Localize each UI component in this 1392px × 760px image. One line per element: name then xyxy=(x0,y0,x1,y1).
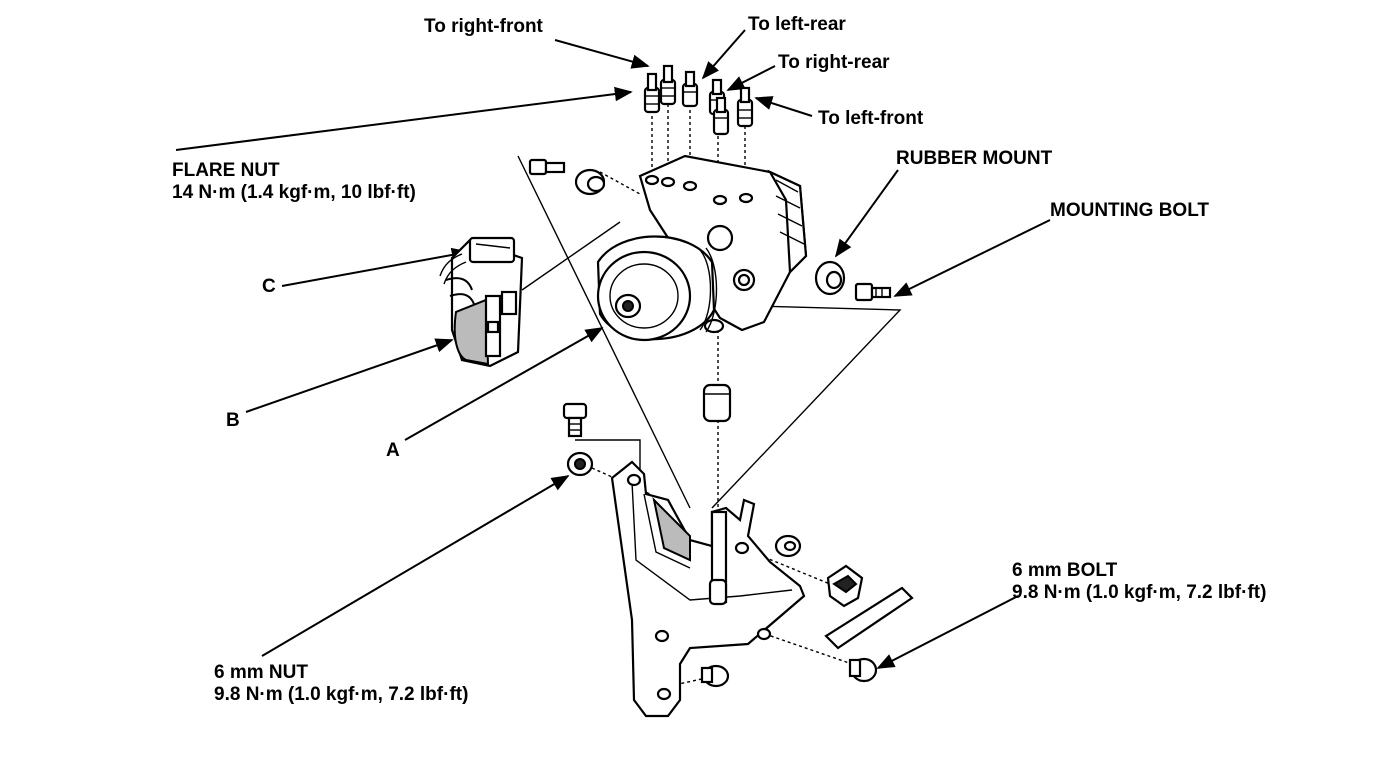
left-bolt xyxy=(528,158,606,196)
bracket-stud xyxy=(708,578,728,606)
alignment-lines xyxy=(517,104,902,691)
mounting-bolt xyxy=(854,282,892,302)
label-c: C xyxy=(262,276,276,297)
bolt-6mm xyxy=(848,657,878,683)
label-to-right-front: To right-front xyxy=(424,16,543,37)
align-top-bolt xyxy=(575,439,641,470)
bolt-6mm-title: 6 mm BOLT xyxy=(1012,560,1118,581)
label-6mm-nut: 6 mm NUT 9.8 N·m (1.0 kgf·m, 7.2 lbf·ft) xyxy=(214,662,468,706)
nut-6mm-title: 6 mm NUT xyxy=(214,662,308,683)
modulator-unit-a xyxy=(596,154,808,342)
bolt-6mm-torque: 9.8 N·m (1.0 kgf·m, 7.2 lbf·ft) xyxy=(1012,582,1267,603)
lower-rubber-mount xyxy=(702,383,732,423)
leader-left-front xyxy=(754,96,813,117)
align-left-bolt xyxy=(599,171,641,195)
leader-lines xyxy=(175,29,1051,669)
flare-nuts xyxy=(643,64,754,136)
nut-6mm xyxy=(566,451,594,477)
flare-nut-torque: 14 N·m (1.4 kgf·m, 10 lbf·ft) xyxy=(172,182,416,203)
leader-left-rear xyxy=(701,29,746,80)
label-a: A xyxy=(386,440,400,461)
label-mounting-bolt: MOUNTING BOLT xyxy=(1050,200,1210,221)
label-6mm-bolt: 6 mm BOLT 9.8 N·m (1.0 kgf·m, 7.2 lbf·ft… xyxy=(1012,560,1266,604)
align-clip xyxy=(741,547,831,585)
align-left xyxy=(517,155,691,509)
nut-6mm-torque: 9.8 N·m (1.0 kgf·m, 7.2 lbf·ft) xyxy=(214,684,469,705)
modulator-port xyxy=(706,224,734,252)
rubber-mount xyxy=(814,260,846,296)
clip xyxy=(826,564,864,608)
bracket-lower-bolt xyxy=(700,664,730,688)
leader-b xyxy=(245,338,454,413)
connector-b xyxy=(439,221,621,368)
label-to-left-front: To left-front xyxy=(818,108,924,129)
label-to-left-rear: To left-rear xyxy=(748,14,846,35)
leader-rubber-mount xyxy=(834,169,899,258)
mounting-bracket xyxy=(610,460,806,718)
leader-a xyxy=(404,327,604,441)
bracket-top-bolt xyxy=(562,402,588,438)
leader-c xyxy=(281,247,470,287)
flare-nut-1 xyxy=(643,72,661,114)
hose xyxy=(824,586,914,650)
flare-nut-3 xyxy=(681,70,699,108)
leader-6mm-nut xyxy=(261,475,570,657)
motor-cap xyxy=(596,250,692,342)
leader-right-rear xyxy=(726,65,776,91)
label-flare-nut: FLARE NUT 14 N·m (1.4 kgf·m, 10 lbf·ft) xyxy=(172,160,416,204)
connector-c-lock xyxy=(468,236,516,264)
align-right xyxy=(711,304,902,509)
leader-flare-nut xyxy=(175,86,633,151)
flare-nut-5 xyxy=(712,96,730,136)
leader-mounting-bolt xyxy=(893,219,1051,297)
flare-nut-6 xyxy=(736,86,754,128)
label-to-right-rear: To right-rear xyxy=(778,52,890,73)
flare-nut-title: FLARE NUT xyxy=(172,160,280,181)
modulator-block-side xyxy=(767,169,808,275)
bracket-nut-right xyxy=(774,534,802,558)
flare-nut-2 xyxy=(659,64,677,106)
label-b: B xyxy=(226,410,240,431)
label-rubber-mount: RUBBER MOUNT xyxy=(896,148,1053,169)
leader-right-front xyxy=(554,39,650,69)
leader-6mm-bolt xyxy=(876,595,1019,669)
